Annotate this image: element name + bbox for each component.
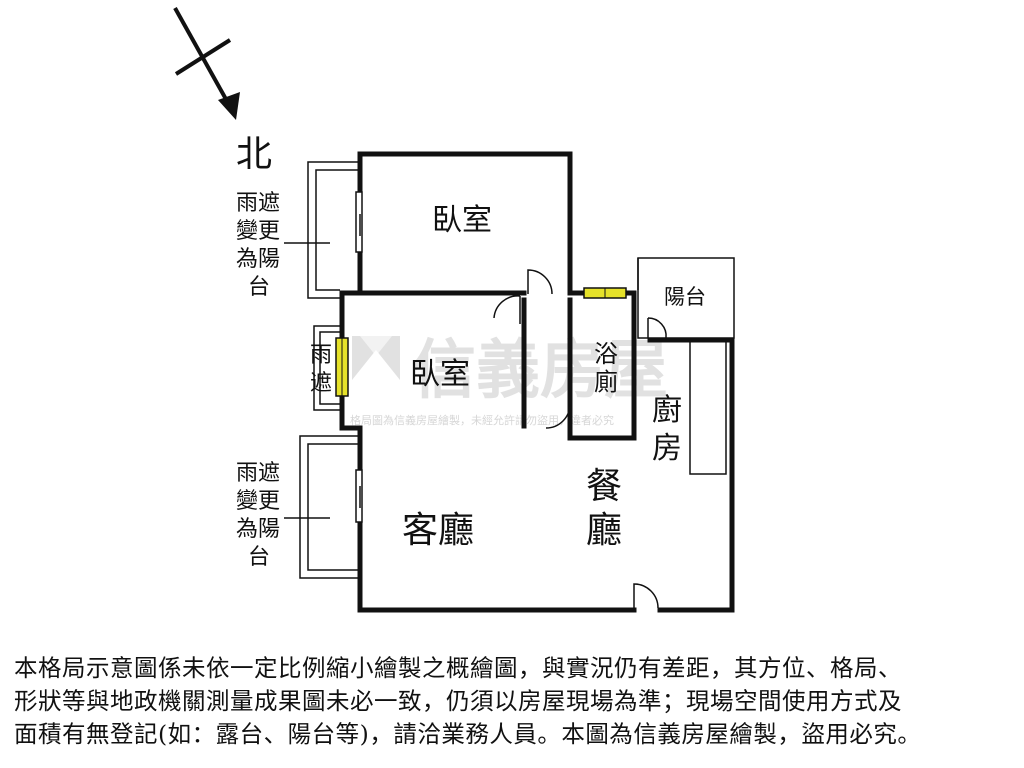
svg-text:為陽: 為陽 bbox=[236, 247, 280, 272]
watermark: 信義房屋 格局圖為信義房屋繪製，未經允許請勿盜用，違者必究 bbox=[350, 334, 668, 427]
brand-logo-icon bbox=[352, 336, 400, 380]
watermark-brand: 信義房屋 bbox=[412, 334, 668, 408]
svg-text:雨遮: 雨遮 bbox=[236, 191, 280, 216]
room-label-bathroom-1: 浴 bbox=[594, 340, 618, 368]
room-label-bedroom-1: 臥室 bbox=[432, 203, 492, 238]
room-label-dining-1: 餐 bbox=[586, 466, 622, 507]
footnote-line-1: 本格局示意圖係未依一定比例縮小繪製之概繪圖，與實況仍有差距，其方位、格局、 bbox=[14, 654, 902, 682]
north-arrow-icon bbox=[173, 7, 240, 120]
north-label: 北 bbox=[236, 134, 272, 175]
room-label-balcony: 陽台 bbox=[664, 285, 706, 309]
sliding-doors bbox=[355, 191, 363, 523]
room-label-dining-2: 廳 bbox=[586, 510, 622, 551]
windows bbox=[335, 287, 627, 397]
room-label-living: 客廳 bbox=[402, 510, 474, 551]
footnote-line-3: 面積有無登記(如：露台、陽台等)，請洽業務人員。本圖為信義房屋繪製，盜用必究。 bbox=[14, 720, 922, 748]
door-swings bbox=[493, 269, 667, 610]
svg-text:台: 台 bbox=[248, 545, 270, 570]
room-label-awning-1: 雨 bbox=[310, 343, 332, 368]
disclaimer-footnote: 本格局示意圖係未依一定比例縮小繪製之概繪圖，與實況仍有差距，其方位、格局、 形狀… bbox=[14, 652, 1010, 751]
room-label-bedroom-2: 臥室 bbox=[410, 357, 470, 392]
room-label-awning-2: 遮 bbox=[310, 371, 332, 396]
annotation-awning-bottom: 雨遮 變更 為陽 台 bbox=[236, 461, 280, 570]
svg-text:為陽: 為陽 bbox=[236, 517, 280, 542]
footnote-line-2: 形狀等與地政機關測量成果圖未必一致，仍須以房屋現場為準；現場空間使用方式及 bbox=[14, 687, 902, 715]
svg-text:雨遮: 雨遮 bbox=[236, 461, 280, 486]
room-label-kitchen-2: 房 bbox=[652, 431, 682, 466]
room-label-kitchen-1: 廚 bbox=[652, 393, 682, 428]
svg-text:台: 台 bbox=[248, 275, 270, 300]
annotation-awning-top: 雨遮 變更 為陽 台 bbox=[236, 191, 280, 300]
room-label-bathroom-2: 廁 bbox=[594, 368, 618, 396]
watermark-notice: 格局圖為信義房屋繪製，未經允許請勿盜用，違者必究 bbox=[350, 413, 614, 427]
svg-text:變更: 變更 bbox=[236, 489, 280, 514]
floor-plan: 北 信義房屋 格局圖為信義房屋繪製，未經允許請勿盜用，違者必究 bbox=[173, 7, 735, 613]
svg-text:變更: 變更 bbox=[236, 219, 280, 244]
walls bbox=[339, 151, 735, 613]
